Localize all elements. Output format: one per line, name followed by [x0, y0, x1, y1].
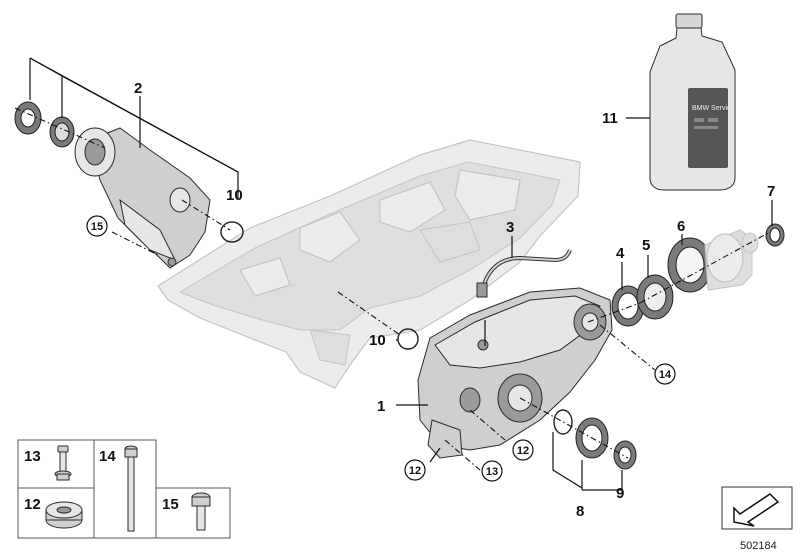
- callout-10-lower: 10: [369, 332, 386, 349]
- legend-label-14: 14: [99, 448, 116, 465]
- front-differential: [417, 287, 613, 459]
- callout-12-circled-left: 12: [409, 465, 421, 477]
- legend-label-13: 13: [24, 448, 41, 465]
- callout-3: 3: [506, 219, 514, 236]
- o-ring-lower: [397, 328, 419, 350]
- o-ring-small: [553, 409, 573, 435]
- callout-12-circled-right: 12: [517, 445, 529, 457]
- vent-fitting: [476, 282, 488, 298]
- bolt-15-icon: [191, 492, 211, 531]
- bolt-13-icon: [54, 445, 72, 481]
- callout-9: 9: [616, 485, 624, 502]
- callout-6: 6: [677, 218, 685, 235]
- bolt-14-icon: [124, 445, 138, 532]
- output-flange-ghost: [704, 229, 759, 291]
- callouts: 2 10 3 4 5 6 7 11 10 1 8 9 15 14 12 12 1…: [86, 80, 775, 520]
- leader-lines: [14, 57, 773, 491]
- callout-11: 11: [602, 110, 618, 127]
- legend-label-15: 15: [162, 496, 179, 513]
- callout-2: 2: [134, 80, 142, 97]
- o-ring-upper: [220, 221, 244, 243]
- callout-5: 5: [642, 237, 650, 254]
- callout-14-circled: 14: [659, 369, 672, 381]
- callout-1: 1: [377, 398, 385, 415]
- callout-10-upper: 10: [226, 187, 243, 204]
- callout-7: 7: [767, 183, 775, 200]
- callout-13-circled: 13: [486, 466, 498, 478]
- axle-bracket: [74, 127, 211, 269]
- fastener-legend: 13 14 12 15: [17, 439, 231, 539]
- bottle-label-text: BMW Service: [692, 105, 735, 112]
- legend-label-12: 12: [24, 496, 41, 513]
- callout-4: 4: [616, 245, 625, 262]
- oil-sump: [157, 139, 581, 389]
- callout-8: 8: [576, 503, 584, 520]
- diagram-number: 502184: [740, 540, 777, 552]
- plug-12-icon: [45, 501, 83, 529]
- reference-arrow-box: [721, 486, 793, 530]
- callout-15-circled: 15: [91, 221, 103, 233]
- oil-bottle: BMW Service: [649, 13, 736, 191]
